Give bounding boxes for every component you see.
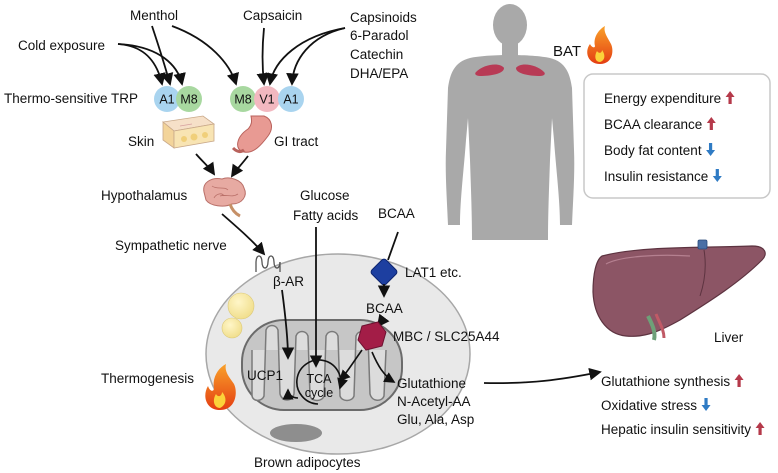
stimulus-catechin: Catechin — [350, 47, 403, 62]
hypothalamus-label: Hypothalamus — [101, 188, 188, 203]
mbc-to-tca-arrow — [338, 349, 363, 382]
bcaa-label: BCAA — [378, 206, 415, 221]
trp-m8-gi-label: M8 — [234, 93, 251, 107]
product-glutathione: Glutathione — [397, 376, 466, 391]
stimulus-cold: Cold exposure — [18, 38, 105, 53]
product-amino-acids: Glu, Ala, Asp — [397, 412, 474, 427]
stimulus-paradol: 6-Paradol — [350, 28, 409, 43]
beta-ar-label: β-AR — [273, 274, 304, 289]
bcaa-inner-label: BCAA — [366, 301, 403, 316]
effect-text: BCAA clearance — [604, 117, 702, 132]
lat1-label: LAT1 etc. — [405, 265, 462, 280]
hypothalamus-to-bar-arrow — [221, 213, 266, 256]
nucleus — [270, 424, 322, 442]
stimulus-dha-epa: DHA/EPA — [350, 66, 408, 81]
trp-a1-gi-label: A1 — [283, 93, 298, 107]
tca-label: TCA — [307, 372, 333, 386]
effect-text: Insulin resistance — [604, 169, 708, 184]
effect-text: Oxidative stress — [601, 398, 697, 413]
stimulus-menthol: Menthol — [130, 8, 178, 23]
bat-pad-right — [516, 64, 545, 76]
trp-m8-skin-label: M8 — [180, 93, 197, 107]
bar-to-ucp1-arrow — [281, 289, 295, 360]
liver-icon — [592, 239, 766, 341]
stomach-icon — [231, 115, 272, 153]
mbc-transporter — [357, 321, 387, 351]
stimulus-arrows — [117, 25, 346, 86]
thermogenesis-label: Thermogenesis — [101, 371, 194, 386]
ucp1-label: UCP1 — [247, 368, 283, 383]
lipid-droplets — [221, 292, 255, 339]
decrease-arrow-icon — [701, 398, 711, 411]
bat-flame-icon — [587, 26, 613, 64]
flame-icon — [205, 364, 236, 410]
trp-a1-skin-label: A1 — [159, 93, 174, 107]
brain-icon — [203, 177, 246, 218]
effect-text: Body fat content — [604, 143, 702, 158]
fatty-acids-label: Fatty acids — [293, 208, 359, 223]
product-n-acetyl-aa: N-Acetyl-AA — [397, 394, 471, 409]
gi-trp-group: M8 V1 A1 — [230, 86, 304, 112]
skin-icon — [162, 115, 215, 149]
increase-arrow-icon — [706, 117, 716, 130]
liver-label: Liver — [714, 330, 744, 345]
skin-trp-group: A1 M8 — [154, 86, 202, 112]
trp-v1-gi — [254, 86, 280, 112]
brown-adipocytes-caption: Brown adipocytes — [254, 455, 361, 470]
bat-pad-left — [475, 64, 504, 76]
mbc-to-products-arrow — [371, 351, 396, 383]
effect-text: Hepatic insulin sensitivity — [601, 422, 751, 437]
trp-a1-skin — [154, 86, 180, 112]
trp-label: Thermo-sensitive TRP — [4, 91, 138, 106]
skin-label: Skin — [128, 134, 154, 149]
bat-effects-box — [583, 73, 771, 199]
trp-v1-gi-label: V1 — [259, 93, 274, 107]
trp-a1-gi — [278, 86, 304, 112]
glucose-label: Glucose — [300, 188, 350, 203]
gi-label: GI tract — [274, 134, 319, 149]
stimulus-capsinoids: Capsinoids — [350, 10, 417, 25]
trp-m8-gi — [230, 86, 256, 112]
effect-text: Energy expenditure — [604, 91, 721, 106]
sympathetic-label: Sympathetic nerve — [115, 238, 227, 253]
tca-to-ucp1-arrow — [282, 388, 299, 400]
effect-text: Glutathione synthesis — [601, 374, 730, 389]
beta-ar-receptor — [255, 255, 281, 272]
bcaa-to-lat1-arrow — [387, 231, 399, 261]
to-hypothalamus-arrows — [195, 153, 249, 178]
bat-label: BAT — [553, 43, 581, 60]
mbc-label: MBC / SLC25A44 — [393, 329, 500, 344]
increase-arrow-icon — [734, 374, 744, 387]
human-silhouette — [445, 4, 575, 240]
lat1-transporter — [370, 258, 398, 286]
decrease-arrow-icon — [706, 143, 716, 156]
tca-cycle-label: cycle — [305, 386, 334, 400]
stimulus-capsaicin: Capsaicin — [243, 8, 302, 23]
tca-cycle — [296, 359, 348, 405]
decrease-arrow-icon — [712, 169, 722, 182]
trp-m8-skin — [176, 86, 202, 112]
products-to-liver-arrow — [483, 367, 602, 385]
increase-arrow-icon — [725, 91, 735, 104]
increase-arrow-icon — [755, 422, 765, 435]
